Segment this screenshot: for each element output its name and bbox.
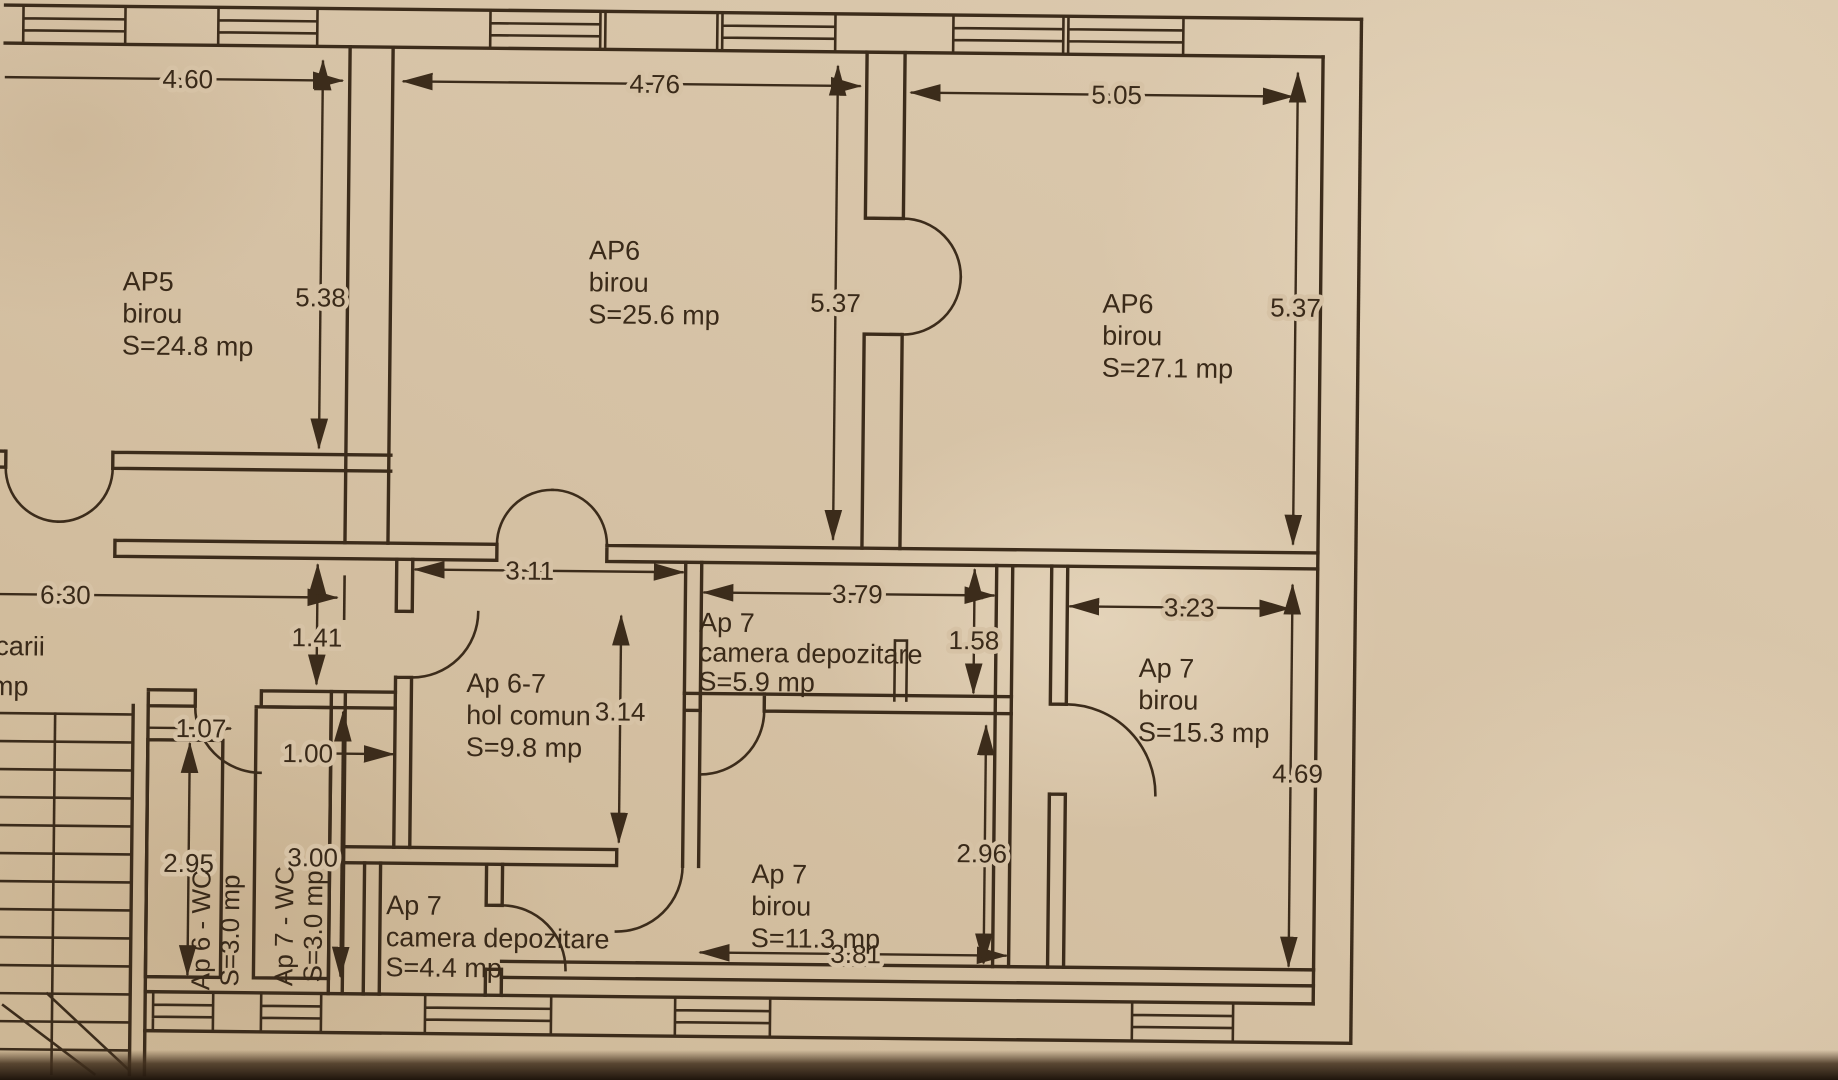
dim-office113-width: 3.81 <box>830 939 881 970</box>
room-ap6-left: AP6 birou S=25.6 mp <box>588 235 720 330</box>
dim-wc-door: 1.07 <box>176 713 227 744</box>
stair-fragment-line2: mp <box>0 671 29 701</box>
dim-hall-width: 6.30 <box>40 580 91 611</box>
entrance-double-door-right-leaf <box>56 466 115 523</box>
dim-office153-width: 3.23 <box>1164 592 1215 623</box>
room-ap6-wc: Ap 6 - WC S=3.0 mp <box>185 870 245 990</box>
dim-ap7wc-width: 1.00 <box>282 738 333 769</box>
room-ap7-wc-label: Ap 7 - WC <box>268 866 299 986</box>
room-ap7-office-large-type: birou <box>1138 685 1198 716</box>
hol-double-door-left-leaf <box>495 488 554 546</box>
room-ap7-storage-large-type: camera depozitare <box>699 637 923 669</box>
room-ap6-right: AP6 birou S=27.1 mp <box>1102 289 1234 384</box>
dim-hol-width: 3.11 <box>505 555 554 586</box>
room-ap7-storage-large-name: Ap 7 <box>699 607 755 638</box>
stairwell-label-fragment: carii mp <box>0 631 45 701</box>
room-ap5-name: AP5 <box>123 266 174 297</box>
ap6-double-door-bottom-leaf <box>900 275 963 336</box>
room-ap6-left-area: S=25.6 mp <box>588 299 720 330</box>
exterior-walls <box>3 3 1364 1045</box>
storage44-door <box>500 904 567 972</box>
ap6-double-door-top-leaf <box>902 217 963 279</box>
room-ap7-office-large-area: S=15.3 mp <box>1138 717 1270 748</box>
room-hol-area: S=9.8 mp <box>466 732 583 763</box>
room-ap7-storage-small-name: Ap 7 <box>386 890 442 921</box>
room-labels: AP5 birou S=24.8 mp AP6 birou S=25.6 mp … <box>0 235 1270 990</box>
room-ap7-storage-small: Ap 7 camera depozitare S=4.4 mp <box>385 890 610 983</box>
entrance-double-door-left-leaf <box>4 465 60 524</box>
room-ap6-wc-area: S=3.0 mp <box>214 874 245 986</box>
dimension-lines <box>0 59 1307 978</box>
room-ap6-right-name: AP6 <box>1102 289 1153 320</box>
dim-ap6-left-width: 4.76 <box>629 69 680 100</box>
stair-fragment-line1: carii <box>0 631 45 662</box>
office153-door <box>1064 702 1157 797</box>
dim-storage59-width: 3.79 <box>832 579 883 610</box>
room-ap6-left-name: AP6 <box>589 235 640 266</box>
dim-passage-height: 1.41 <box>292 622 343 653</box>
room-ap6-left-type: birou <box>589 267 649 298</box>
office113-door <box>614 864 684 933</box>
dim-ap6-mid-height: 5.37 <box>810 288 861 319</box>
room-ap7-wc-area: S=3.0 mp <box>297 870 328 982</box>
room-ap6-right-type: birou <box>1102 321 1162 352</box>
dim-storage59-height: 1.58 <box>949 625 1000 656</box>
wc-lobby-door <box>193 704 262 775</box>
room-ap6-wc-label: Ap 6 - WC <box>185 870 216 990</box>
room-ap7-wc: Ap 7 - WC S=3.0 mp <box>268 866 328 986</box>
storage59-door <box>698 709 766 776</box>
photo-bottom-shadow <box>0 1050 1838 1080</box>
dim-ap6wc-height: 2.95 <box>163 848 214 879</box>
hol-west-door <box>410 610 480 679</box>
dimension-labels: 4.60 4.76 5.05 5.38 5.37 5.37 6.30 1.41 … <box>35 59 1327 974</box>
room-ap7-office-small-area: S=11.3 mp <box>751 923 881 954</box>
room-ap7-office-small-name: Ap 7 <box>751 859 807 890</box>
room-ap5-area: S=24.8 mp <box>122 330 254 361</box>
room-ap7-office-small: Ap 7 birou S=11.3 mp <box>751 859 881 954</box>
wc-rooms <box>143 705 333 981</box>
dim-office153-height: 4.69 <box>1272 758 1323 789</box>
dim-hol-height: 3.14 <box>595 696 646 727</box>
dim-office113-height: 2.96 <box>956 838 1007 869</box>
room-ap7-storage-large: Ap 7 camera depozitare S=5.9 mp <box>698 607 923 697</box>
dim-ap5-width: 4.60 <box>162 64 213 95</box>
room-ap5: AP5 birou S=24.8 mp <box>122 266 254 361</box>
bottom-wall-windows <box>151 990 1235 1044</box>
room-ap7-storage-large-area: S=5.9 mp <box>698 666 815 697</box>
hol-double-door-right-leaf <box>551 488 609 547</box>
room-hol-type: hol comun <box>466 700 591 731</box>
dim-ap6-right-height: 5.37 <box>1270 292 1321 323</box>
dim-ap6-right-width: 5.05 <box>1091 79 1142 110</box>
dim-ap5-height: 5.38 <box>295 282 346 313</box>
room-ap7-storage-small-type: camera depozitare <box>386 922 610 954</box>
room-hol-name: Ap 6-7 <box>466 668 546 699</box>
interior-walls <box>0 45 1320 1077</box>
room-ap7-office-large-name: Ap 7 <box>1139 653 1195 684</box>
room-ap7-office-small-type: birou <box>751 891 811 922</box>
top-wall-windows <box>21 3 1185 57</box>
door-arcs <box>4 217 1157 972</box>
room-ap5-type: birou <box>122 298 182 329</box>
dim-ap7wc-height: 3.00 <box>287 842 338 873</box>
room-hol-comun: Ap 6-7 hol comun S=9.8 mp <box>466 668 591 763</box>
room-ap7-storage-small-area: S=4.4 mp <box>385 952 502 983</box>
room-ap7-office-large: Ap 7 birou S=15.3 mp <box>1138 653 1270 748</box>
room-ap6-right-area: S=27.1 mp <box>1102 353 1234 384</box>
